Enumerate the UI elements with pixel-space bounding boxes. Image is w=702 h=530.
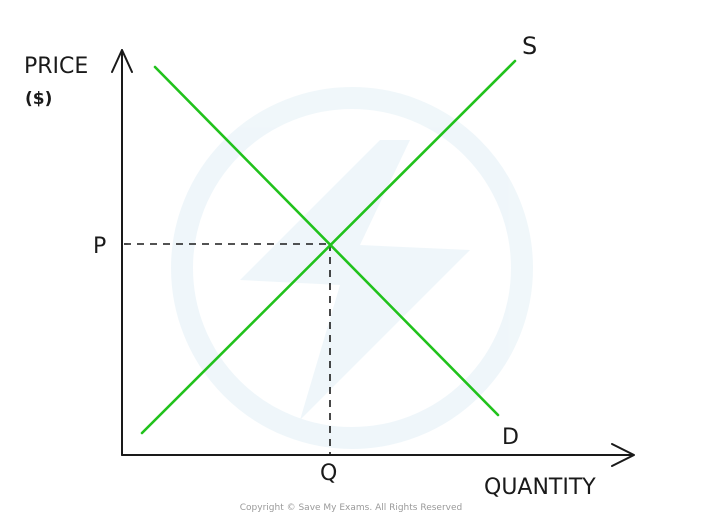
x-axis-arrow bbox=[611, 443, 635, 467]
copyright-notice: Copyright © Save My Exams. All Rights Re… bbox=[240, 503, 462, 513]
y-axis-label: PRICE bbox=[24, 54, 88, 79]
demand-curve bbox=[153, 65, 500, 417]
supply-label: S bbox=[522, 32, 537, 60]
supply-curve bbox=[140, 59, 517, 435]
price-label: P bbox=[93, 234, 106, 259]
quantity-label: Q bbox=[320, 461, 337, 486]
y-axis-unit: ($) bbox=[25, 89, 52, 109]
axes bbox=[111, 49, 635, 467]
x-axis-label: QUANTITY bbox=[484, 475, 596, 500]
y-axis-arrow bbox=[111, 49, 133, 73]
watermark-logo bbox=[171, 87, 533, 449]
demand-label: D bbox=[502, 425, 519, 450]
